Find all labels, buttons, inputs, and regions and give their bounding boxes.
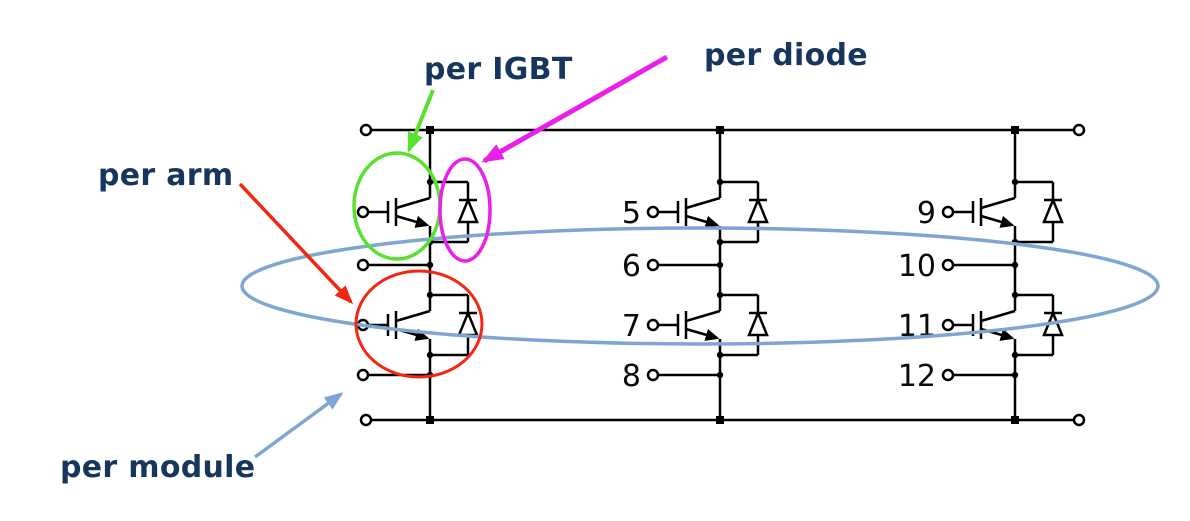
terminal-number-5: 5	[622, 196, 641, 231]
per-diode-label: per diode	[704, 38, 868, 73]
per-module-ellipse	[240, 226, 1160, 346]
terminal-number-10: 10	[898, 249, 936, 284]
terminal-number-6: 6	[622, 249, 641, 284]
per-diode-arrow	[481, 54, 669, 164]
aux-terminal-leg2-bottom	[646, 368, 660, 382]
terminal-number-7: 7	[622, 309, 641, 344]
terminal-numbers: 5 6 7 8 9 10 11 12	[622, 196, 936, 394]
per-arm-arrow	[238, 182, 354, 305]
phase-leg-2	[646, 126, 767, 424]
igbt-diode-cell-leg2-bottom	[648, 292, 767, 358]
phase-leg-1	[356, 126, 477, 424]
aux-terminal-leg2-mid	[646, 258, 660, 272]
igbt-diode-cell-leg2-top	[648, 179, 767, 245]
igbt-diode-cell-leg3-top	[943, 179, 1062, 245]
per-module-arrow	[253, 392, 344, 459]
terminal-number-9: 9	[917, 196, 936, 231]
aux-terminal-leg3-mid	[941, 258, 955, 272]
aux-terminal-leg1-mid	[356, 258, 370, 272]
igbt-diode-cell-leg1-bottom	[358, 292, 477, 358]
aux-terminal-leg1-bottom	[356, 368, 370, 382]
aux-terminal-leg3-bottom	[941, 368, 955, 382]
terminal-number-8: 8	[622, 359, 641, 394]
per-diode-ellipse	[438, 157, 492, 263]
plus-rail-left-terminal	[359, 123, 373, 137]
per-arm-ellipse	[354, 269, 484, 379]
per-arm-label: per arm	[98, 158, 234, 193]
plus-rail-right-terminal	[1072, 123, 1086, 137]
phase-leg-3	[941, 126, 1062, 424]
terminal-number-12: 12	[898, 359, 936, 394]
circuit	[356, 123, 1086, 427]
minus-rail-right-terminal	[1072, 413, 1086, 427]
minus-rail-left-terminal	[359, 413, 373, 427]
annotations	[238, 54, 1160, 459]
per-igbt-label: per IGBT	[424, 52, 573, 87]
per-module-label: per module	[60, 450, 256, 485]
per-igbt-arrow	[407, 89, 435, 153]
